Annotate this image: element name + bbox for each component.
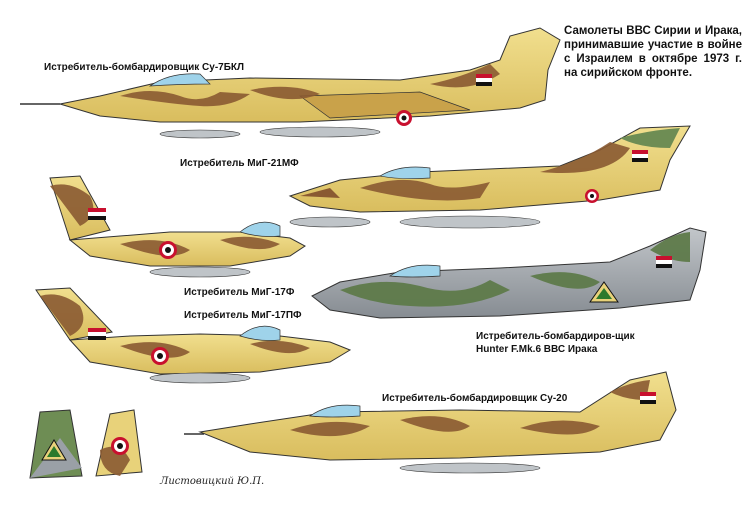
label-su20: Истребитель-бомбардировщик Су-20: [382, 393, 568, 404]
mig21-aircraft: [288, 125, 691, 229]
label-mig17: Истребитель МиГ-17Ф: [184, 287, 295, 298]
mig17-aircraft: [49, 175, 306, 278]
artist-signature: Листовицкий Ю.П.: [160, 476, 265, 487]
su7-aircraft: [20, 27, 561, 139]
label-hunter: Истребитель-бомбардиров-щик Hunter F.Mk.…: [476, 331, 635, 355]
label-mig21: Истребитель МиГ-21МФ: [180, 158, 299, 169]
tail-inset-hunter: [29, 409, 83, 479]
label-su7: Истребитель-бомбардировщик Су-7БКЛ: [44, 62, 245, 73]
mig17pf-aircraft: [35, 287, 352, 384]
hunter-aircraft: [311, 227, 707, 319]
tail-inset-syria: [95, 409, 143, 477]
plate-caption: Самолеты ВВС Сирии и Ирака, принимавшие …: [564, 25, 742, 79]
label-mig17pf: Истребитель МиГ-17ПФ: [184, 310, 302, 321]
su20-aircraft: [184, 371, 677, 474]
